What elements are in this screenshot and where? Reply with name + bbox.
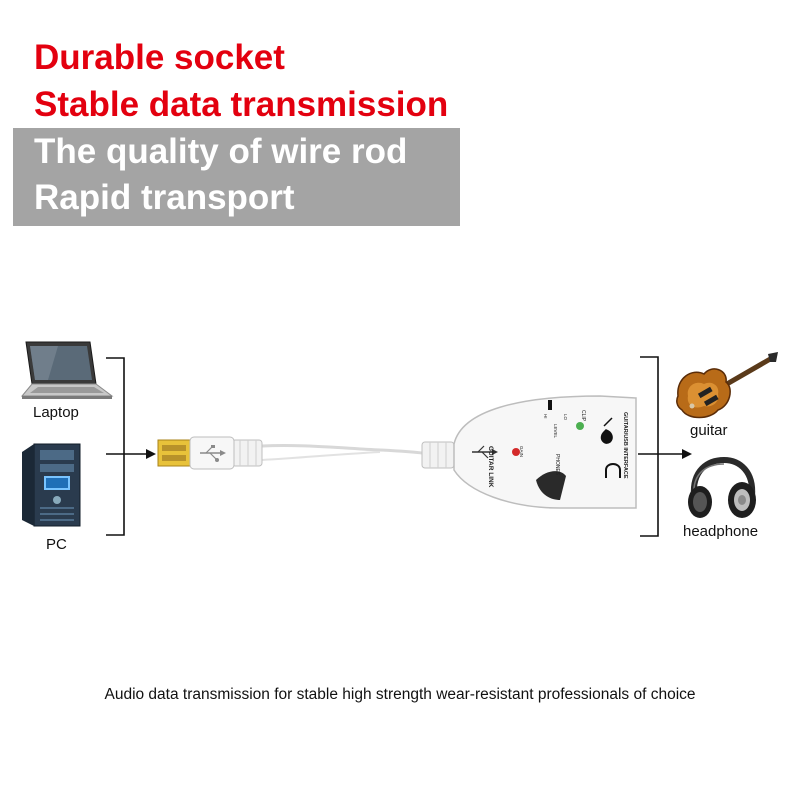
headline-rapid-transport: Rapid transport xyxy=(34,178,295,217)
headphone-icon xyxy=(688,456,756,518)
headline-stable-transmission: Stable data transmission xyxy=(34,85,449,124)
headline-wire-rod-quality: The quality of wire rod xyxy=(34,132,408,171)
electric-guitar-icon xyxy=(676,352,778,419)
laptop-label: Laptop xyxy=(33,404,79,421)
headphone-label: headphone xyxy=(683,523,759,540)
laptop-icon xyxy=(20,341,114,399)
desktop-tower-icon xyxy=(22,443,81,527)
gray-banner xyxy=(13,128,460,226)
footer-caption: Audio data transmission for stable high … xyxy=(104,686,696,703)
usb-plug-icon xyxy=(157,436,235,470)
guitar-label: guitar xyxy=(690,422,728,439)
headline-durable-socket: Durable socket xyxy=(34,38,285,77)
pc-label: PC xyxy=(46,536,67,553)
